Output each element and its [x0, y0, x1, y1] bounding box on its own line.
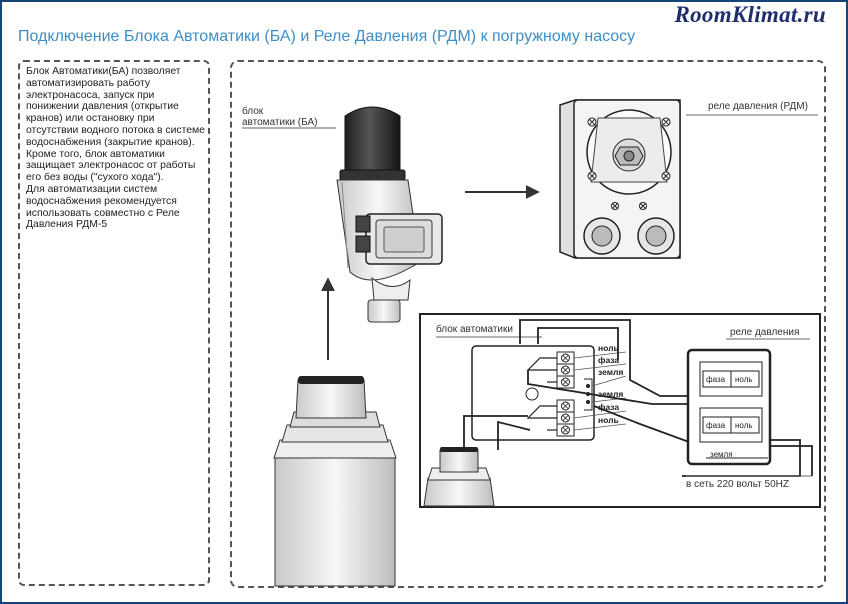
terminal-label-phase-1: фаза [598, 355, 620, 365]
terminal-label-phase-2: фаза [598, 402, 620, 412]
site-logo[interactable]: RoomKlimat.ru [674, 2, 826, 27]
relay-zero-bottom-label: ноль [735, 421, 753, 430]
pressure-relay-illustration [559, 99, 681, 259]
relay-label: реле давления (РДМ) [708, 101, 808, 112]
terminal-label-zero-1: ноль [598, 343, 619, 353]
diagram-panel [230, 60, 826, 588]
description-panel [18, 60, 210, 586]
wiring-block-label: блок автоматики [436, 324, 513, 335]
small-pump-illustration [423, 447, 495, 507]
block-label-line1: блок [242, 106, 264, 117]
terminal-label-ground-1: земля [598, 367, 624, 377]
block-internal-wires [526, 357, 557, 431]
relay-phase-bottom-label: фаза [706, 421, 726, 430]
page-title: Подключение Блока Автоматики (БА) и Реле… [18, 28, 636, 45]
relay-phase-top-label: фаза [706, 375, 726, 384]
relay-terminal-zero-bottom [730, 416, 760, 434]
description-paragraph-1: Блок Автоматики(БА) позволяет автоматизи… [26, 66, 205, 184]
relay-terminal-zero-top [730, 370, 760, 388]
mains-label: в сеть 220 вольт 50HZ [686, 479, 789, 490]
automation-block-illustration [336, 106, 443, 323]
description-paragraph-2: Для автоматизации систем водоснабжения р… [26, 183, 180, 231]
block-label-line2: автоматики (БА) [242, 117, 318, 128]
pump-illustration [273, 376, 397, 587]
terminal-label-ground-2: земля [598, 389, 624, 399]
terminal-label-zero-2: ноль [598, 415, 619, 425]
description-text: Блок Автоматики(БА) позволяет автоматизи… [26, 66, 206, 231]
relay-zero-top-label: ноль [735, 375, 753, 384]
relay-ground-label: земля [710, 450, 733, 459]
terminal-block [556, 351, 593, 437]
wiring-relay-label: реле давления [730, 327, 800, 338]
